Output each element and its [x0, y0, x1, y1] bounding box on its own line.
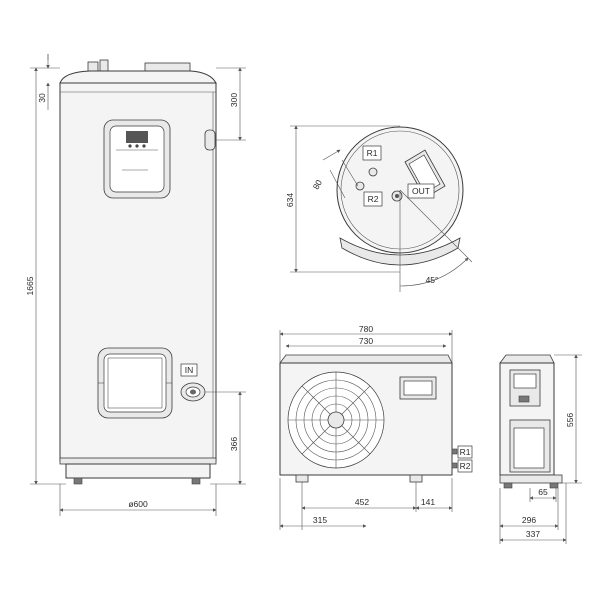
dim-unit-inner-width: 730 — [359, 336, 373, 346]
r1-connector — [368, 167, 378, 177]
dim-right-offset: 141 — [421, 497, 435, 507]
dim-depth: 634 — [285, 193, 295, 207]
tank-side-fitting — [204, 129, 216, 151]
fan-grille — [287, 371, 385, 469]
dim-offset: 80 — [311, 178, 324, 191]
unit-r1-label: R1 — [460, 447, 471, 457]
dim-feet-spacing: 452 — [355, 497, 369, 507]
unit-foot — [409, 474, 423, 483]
dim-side-height: 556 — [565, 413, 575, 427]
tank-foot — [73, 477, 83, 485]
outdoor-unit-front: R1 R2 780 730 452 141 315 — [279, 324, 473, 530]
unit-r1-connector — [451, 448, 458, 455]
tank-base — [65, 463, 211, 479]
dim-side-total-depth: 337 — [526, 529, 540, 539]
dim-diameter: ø600 — [128, 499, 148, 509]
outdoor-unit-side: 556 65 296 337 — [499, 354, 582, 544]
dim-inlet-height: 366 — [229, 437, 239, 451]
top-out-label: OUT — [412, 186, 430, 196]
side-base — [499, 474, 563, 484]
control-display — [126, 131, 148, 143]
side-foot — [503, 482, 513, 489]
inlet-label: IN — [185, 365, 194, 375]
tank-top-fitting — [99, 59, 109, 73]
side-top-cap — [499, 354, 555, 364]
top-view: R1 R2 OUT 80 634 45° — [285, 125, 473, 292]
dim-top-to-fitting: 300 — [229, 93, 239, 107]
dim-side-offset: 65 — [538, 487, 548, 497]
r2-connector — [355, 181, 365, 191]
unit-foot — [295, 474, 309, 483]
dim-center-offset: 315 — [313, 515, 327, 525]
unit-r2-label-box — [457, 459, 473, 473]
unit-top-cap — [279, 354, 453, 364]
dim-side-inner-depth: 296 — [522, 515, 536, 525]
tank-view: IN 1665 30 300 366 ø600 — [25, 54, 246, 516]
tank-base-band — [59, 457, 217, 465]
unit-r2-connector — [451, 462, 458, 469]
tank-top-cap — [59, 70, 217, 84]
dim-top-cap: 30 — [37, 93, 47, 103]
inlet-label-box — [180, 363, 198, 377]
control-panel-face — [109, 125, 165, 193]
unit-r1-label-box — [457, 445, 473, 459]
tank-foot — [191, 477, 201, 485]
dim-total-height: 1665 — [25, 276, 35, 295]
dim-angle: 45° — [426, 275, 439, 285]
r1-label-box — [362, 145, 382, 161]
unit-r2-label: R2 — [460, 461, 471, 471]
out-label-box — [407, 183, 435, 199]
top-r1-label: R1 — [367, 148, 378, 158]
top-r2-label: R2 — [368, 194, 379, 204]
dim-unit-total-width: 780 — [359, 324, 373, 334]
fan-hub — [327, 411, 345, 429]
r2-label-box — [363, 191, 383, 207]
side-foot — [549, 482, 559, 489]
